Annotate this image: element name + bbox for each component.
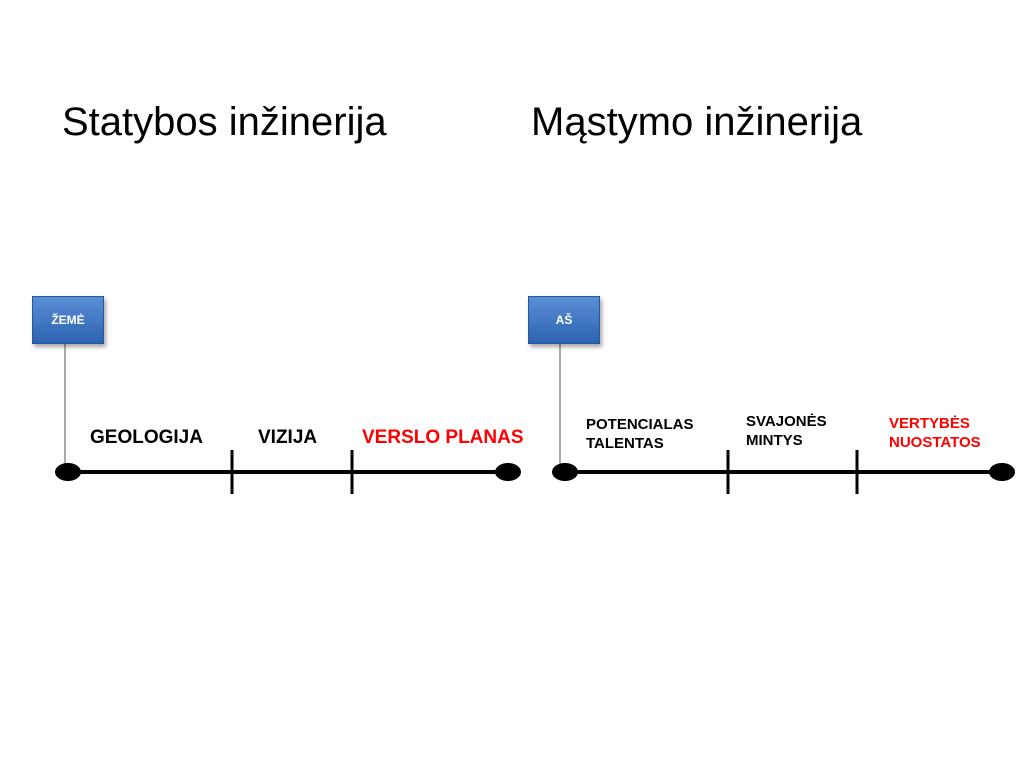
stage-attitudes-label: NUOSTATOS [889,433,981,451]
stage-potential-talent: POTENCIALAS TALENTAS [586,416,694,454]
stage-geology: GEOLOGIJA [90,427,203,448]
title-thinking-engineering: Mąstymo inžinerija [531,100,863,144]
stage-talent-label: TALENTAS [586,434,664,452]
stage-dreams-thoughts: SVAJONĖS MINTYS [746,413,827,451]
stage-values-label: VERTYBĖS [889,415,970,432]
self-tag: AŠ [528,296,600,344]
stage-thoughts-label: MINTYS [746,431,803,449]
left-timeline-end-dot [495,463,521,481]
stage-potential-label: POTENCIALAS [586,416,694,433]
left-timeline-start-dot [55,463,81,481]
stage-values-attitudes: VERTYBĖS NUOSTATOS [889,415,981,453]
stage-dreams-label: SVAJONĖS [746,413,827,430]
right-timeline-start-dot [552,463,578,481]
title-construction-engineering: Statybos inžinerija [62,100,387,144]
stage-vision: VIZIJA [258,427,318,448]
right-timeline-end-dot [989,463,1015,481]
stage-business-plan: VERSLO PLANAS [362,427,524,448]
earth-tag: ŽEMĖ [32,296,104,344]
